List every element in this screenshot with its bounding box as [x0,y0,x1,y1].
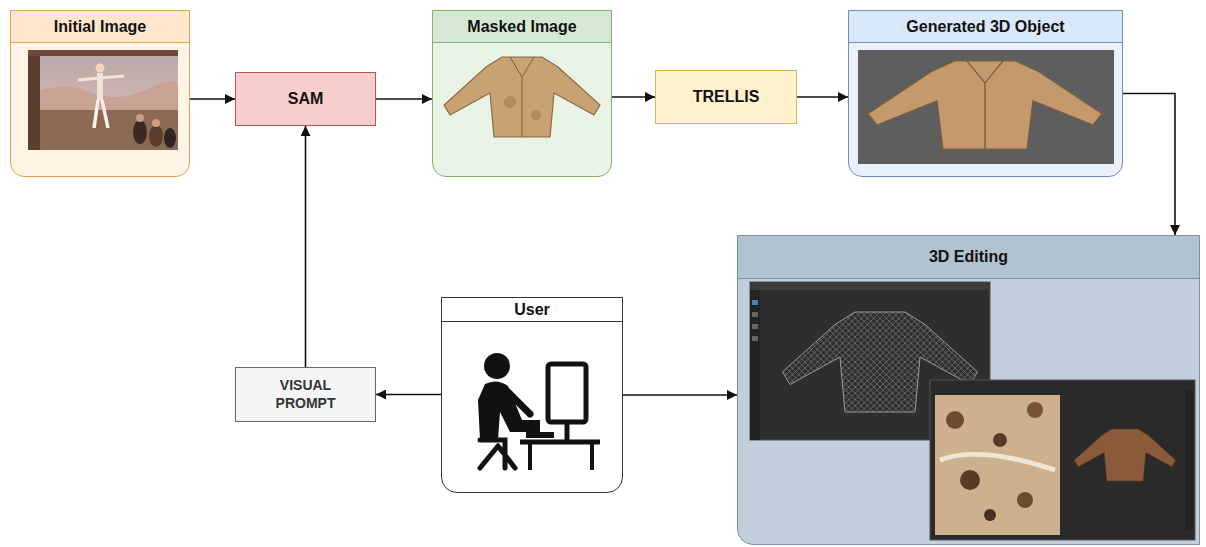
flow-arrow [190,98,235,100]
flow-arrow [797,96,848,98]
panel-title: Initial Image [48,18,152,36]
editing-panel: 3D Editing [737,235,1200,545]
input-panel: Initial Image [10,10,190,177]
render-3d [858,50,1114,164]
panel-title: User [508,301,556,319]
panel-header: User [442,298,622,322]
panel-header: Masked Image [433,11,611,43]
jacket-cutout [444,57,600,137]
output-panel: Masked Image [432,10,612,177]
output-panel: Generated 3D Object [848,10,1123,177]
box-label: TRELLIS [693,87,760,107]
prompt-box: VISUAL PROMPT [235,367,376,422]
texture-screenshot [930,380,1195,540]
process-box: TRELLIS [655,70,797,124]
process-box: SAM [235,72,376,126]
panel-title: Generated 3D Object [900,18,1070,36]
panel-header: Initial Image [11,11,189,43]
panel-header: Generated 3D Object [849,11,1122,43]
editor-screenshot [750,282,990,440]
stage-photo [28,50,178,150]
user-icon [478,353,600,470]
panel-header: 3D Editing [738,236,1199,279]
flow-arrow [376,98,432,100]
flow-arrow [376,394,441,396]
panel-title: Masked Image [461,18,582,36]
actor-box: User [441,297,623,493]
flow-arrow [612,96,655,98]
flow-arrow [305,126,307,367]
flow-arrow [1123,94,1175,236]
box-label: SAM [288,89,324,109]
box-label: VISUAL PROMPT [266,377,346,412]
flow-arrow [623,394,737,396]
panel-title: 3D Editing [923,248,1014,266]
